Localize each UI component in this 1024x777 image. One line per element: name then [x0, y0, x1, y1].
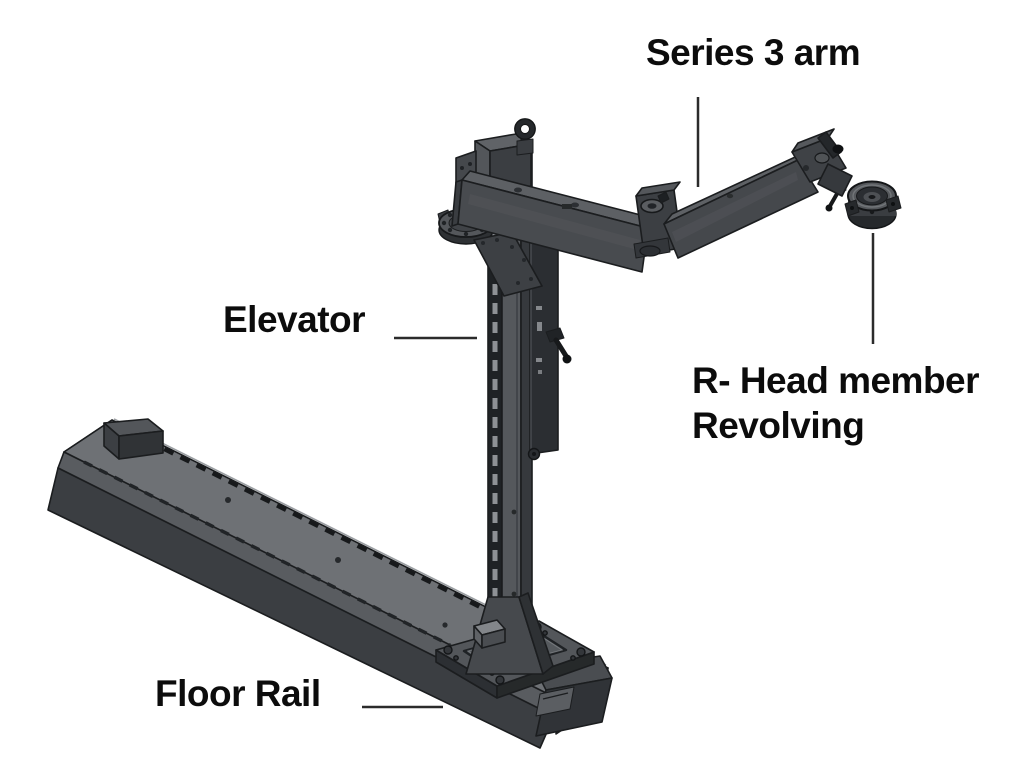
label-series-3-arm: Series 3 arm	[646, 32, 861, 73]
label-r-head-line2: Revolving	[692, 405, 865, 446]
label-r-head: R- Head member Revolving	[692, 358, 980, 448]
label-r-head-line1: R- Head member	[692, 360, 980, 401]
rail-near-end	[533, 655, 613, 737]
column-pedestal	[465, 592, 554, 675]
lifting-eye-icon	[514, 118, 536, 156]
rail-end-stop	[103, 418, 164, 460]
series3-arm-graphic	[437, 128, 847, 297]
arm-wrist-joint	[791, 128, 847, 212]
label-elevator: Elevator	[223, 299, 366, 340]
label-floor-rail: Floor Rail	[155, 673, 321, 714]
arm-beam-2	[663, 151, 819, 259]
arm-beam-1	[451, 170, 657, 273]
column-carriage	[527, 193, 572, 461]
revolving-head-graphic	[817, 163, 902, 230]
